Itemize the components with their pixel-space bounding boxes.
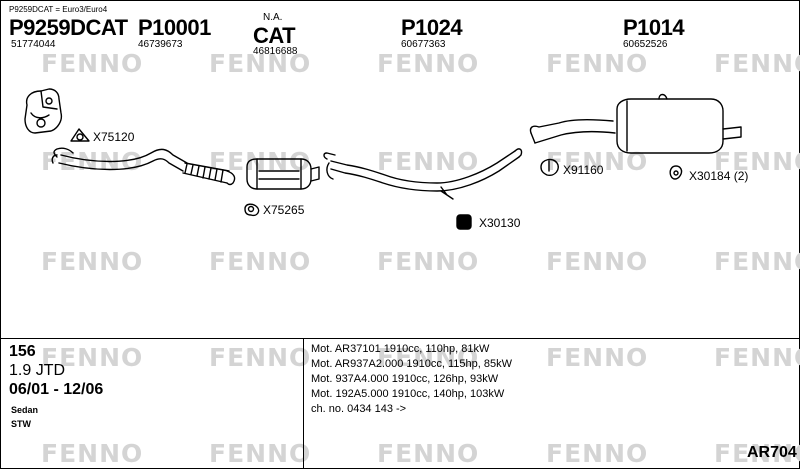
motor-line: Mot. AR37101 1910cc, 110hp, 81kW <box>311 343 490 355</box>
euro-note: P9259DCAT = Euro3/Euro4 <box>9 5 108 14</box>
part-code-p9259dcat: P9259DCAT <box>9 15 128 40</box>
section-divider-vertical <box>303 338 304 468</box>
vehicle-model: 156 <box>9 343 36 360</box>
chassis-number: ch. no. 0434 143 -> <box>311 403 407 415</box>
watermark: FENNO <box>546 49 649 78</box>
exhaust-diagram <box>24 88 742 230</box>
watermark: FENNO <box>714 247 800 276</box>
part-number-p1024: 60677363 <box>401 39 446 50</box>
watermark: FENNO <box>209 439 312 468</box>
watermark: FENNO <box>209 247 312 276</box>
gasket-x75120 <box>70 128 90 142</box>
watermark: FENNO <box>714 147 800 176</box>
watermark: FENNO <box>377 343 480 372</box>
watermark: FENNO <box>41 49 144 78</box>
accessory-label-x75265: X75265 <box>263 203 305 217</box>
part-code-p1024: P1024 <box>401 15 463 40</box>
watermark: FENNO <box>714 343 800 372</box>
part-number-p9259dcat: 51774044 <box>11 39 56 50</box>
accessory-label-x30130: X30130 <box>479 216 521 230</box>
watermark: FENNO <box>546 147 649 176</box>
part-number-cat: 46816688 <box>253 46 298 57</box>
reference-code: AR704 <box>747 444 797 461</box>
motor-list: Mot. AR37101 1910cc, 110hp, 81kW Mot. AR… <box>311 343 512 418</box>
watermark: FENNO <box>377 247 480 276</box>
part-code-cat: CAT <box>253 23 296 48</box>
watermark: FENNO <box>41 439 144 468</box>
vehicle-body-stw: STW <box>11 419 31 429</box>
part-number-p1014: 60652526 <box>623 39 668 50</box>
gasket-x75265 <box>244 203 260 217</box>
watermark: FENNO <box>377 49 480 78</box>
part-code-p1014: P1014 <box>623 15 685 40</box>
part-number-p10001: 46739673 <box>138 39 183 50</box>
accessory-label-x91160: X91160 <box>563 163 604 177</box>
motor-line: Mot. AR937A2.000 1910cc, 115hp, 85kW <box>311 358 512 370</box>
accessory-label-x30184: X30184 (2) <box>689 169 749 183</box>
watermark: FENNO <box>714 439 800 468</box>
accessory-label-x75120: X75120 <box>93 130 135 144</box>
watermark: FENNO <box>209 343 312 372</box>
watermark: FENNO <box>209 49 312 78</box>
catalytic-converter-part <box>246 158 320 190</box>
part-code-p10001: P10001 <box>138 15 211 40</box>
motor-line: Mot. 192A5.000 1910cc, 140hp, 103kW <box>311 388 505 400</box>
front-pipe-part <box>51 147 188 172</box>
watermark: FENNO <box>714 49 800 78</box>
section-divider-horizontal <box>1 338 799 339</box>
watermark: FENNO <box>41 247 144 276</box>
watermark: FENNO <box>41 343 144 372</box>
rubber-mount-x30130 <box>456 214 472 230</box>
watermark: FENNO <box>546 343 649 372</box>
downpipe-flange-part <box>24 88 63 134</box>
watermark: FENNO <box>546 247 649 276</box>
watermark: FENNO <box>41 147 144 176</box>
rear-muffler-part <box>529 93 742 154</box>
watermark: FENNO <box>377 147 480 176</box>
vehicle-body-sedan: Sedan <box>11 405 39 415</box>
cat-prefix-na: N.A. <box>263 12 283 23</box>
hanger-x30184 <box>669 165 683 180</box>
vehicle-dates: 06/01 - 12/06 <box>9 381 104 398</box>
watermark: FENNO <box>377 439 480 468</box>
middle-pipe-part <box>323 148 523 200</box>
vehicle-engine: 1.9 JTD <box>9 362 66 379</box>
watermark: FENNO <box>546 439 649 468</box>
motor-line: Mot. 937A4.000 1910cc, 126hp, 93kW <box>311 373 499 385</box>
flex-pipe-part <box>182 162 236 186</box>
clamp-x91160 <box>540 158 559 177</box>
